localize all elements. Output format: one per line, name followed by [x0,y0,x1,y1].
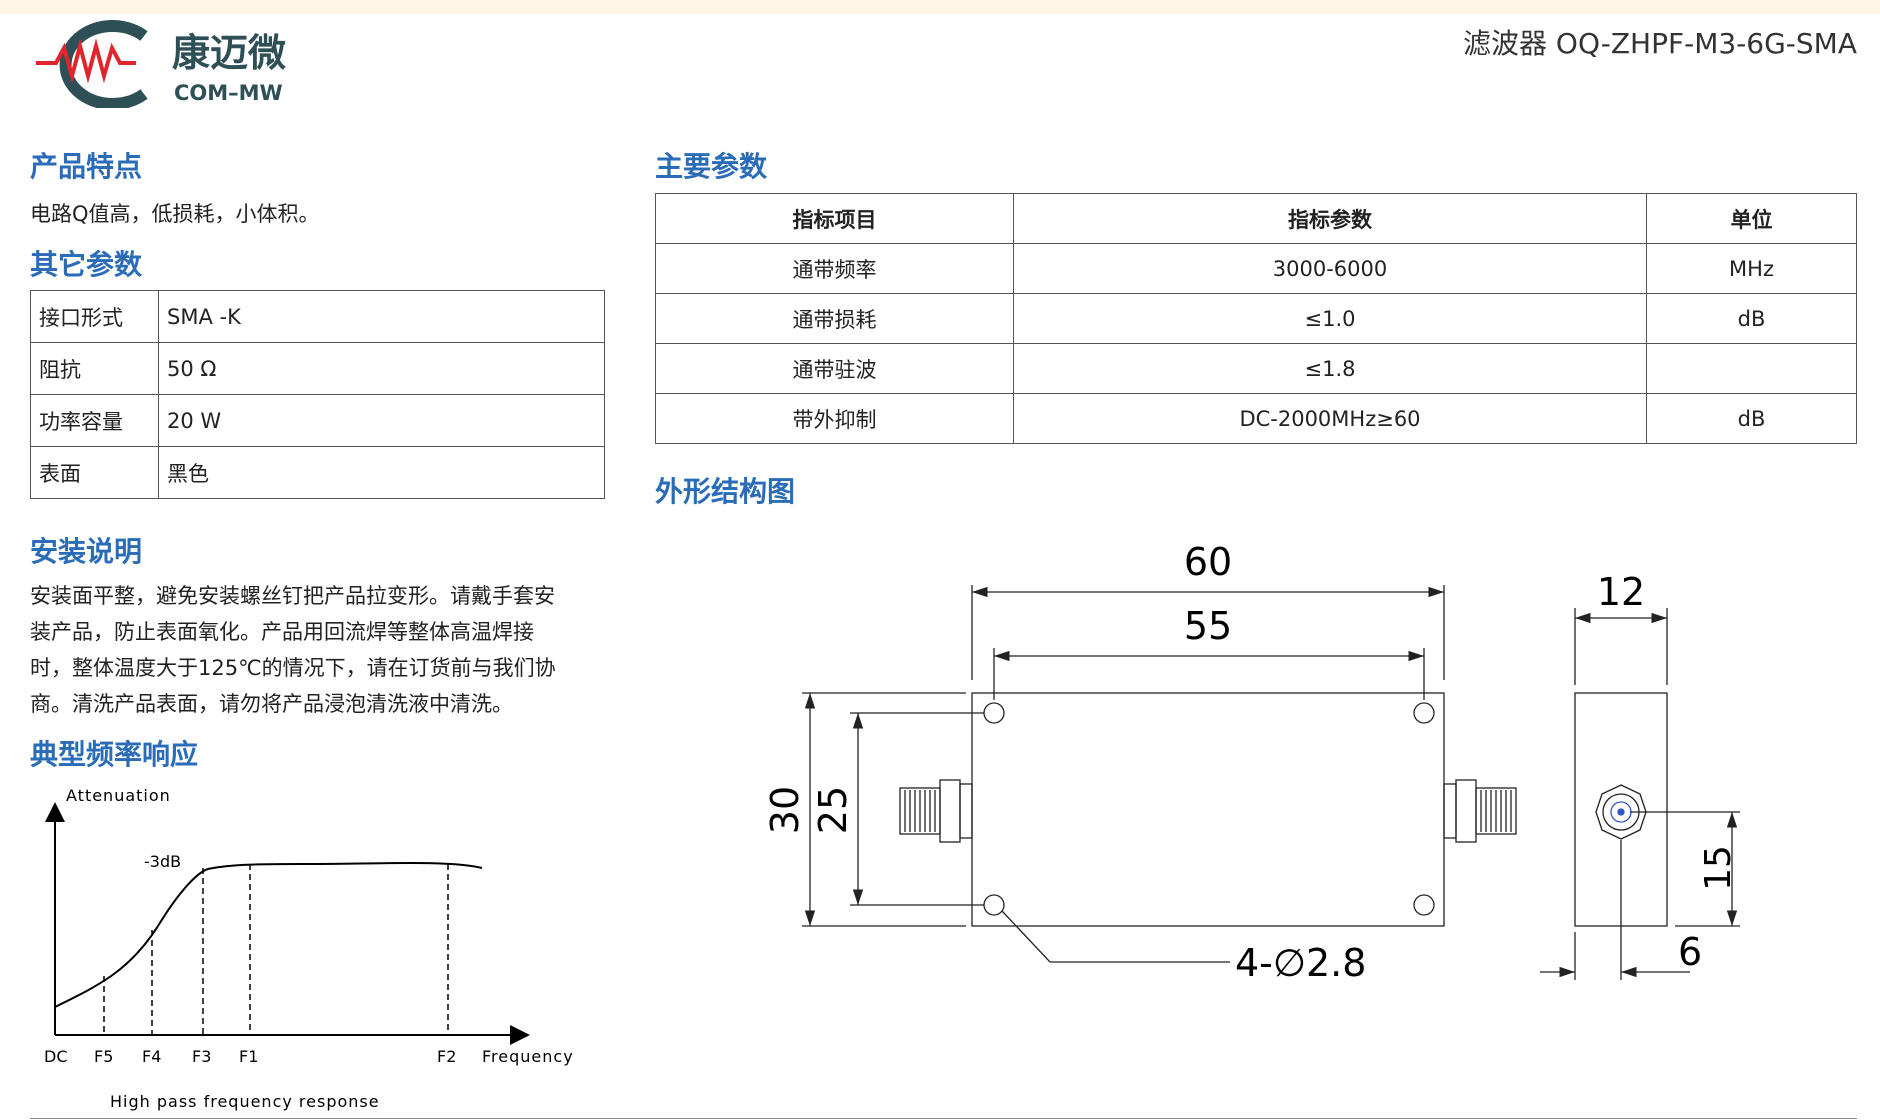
mount-hole [1413,702,1435,724]
other-params-table: 接口形式 SMA -K 阻抗 50 Ω 功率容量 20 W 表面 黑色 [30,290,605,499]
table-row: 通带频率 3000-6000 MHz [655,243,1857,294]
company-name-cn: 康迈微 [172,31,286,75]
dim-holes: 4-∅2.8 [1235,941,1366,985]
cell: 通带频率 [655,243,1014,294]
install-line: 装产品，防止表面氧化。产品用回流焊等整体高温焊接 [30,620,534,644]
diagram-caption: High pass frequency response [110,1092,380,1111]
dim-height: 30 [763,786,807,834]
tick-label-f1: F1 [239,1047,258,1066]
other-params-heading: 其它参数 [30,248,143,281]
document-title: 滤波器 OQ-ZHPF-M3-6G-SMA [1463,27,1857,60]
top-banner [0,0,1880,14]
dim-connector-height: 15 [1698,845,1739,891]
param-value: 黑色 [158,446,605,499]
cell: ≤1.8 [1013,343,1647,394]
main-params-heading: 主要参数 [655,150,768,183]
column-header: 指标参数 [1013,193,1647,244]
outline-drawing: 60 55 30 25 4-∅2.8 12 15 6 [763,540,1740,985]
table-row: 阻抗 50 Ω [30,342,605,395]
company-name-en: COM–MW [174,81,283,105]
cell: 通带驻波 [655,343,1014,394]
tick-label-dc: DC [44,1047,68,1066]
param-value: SMA -K [158,290,605,343]
main-params-table: 指标项目 指标参数 单位 通带频率 3000-6000 MHz 通带损耗 ≤1.… [655,193,1857,444]
cell: dB [1646,393,1857,444]
company-logo: 康迈微 COM–MW [36,20,286,108]
cell: 3000-6000 [1013,243,1647,294]
table-row: 带外抑制 DC-2000MHz≥60 dB [655,393,1857,444]
tick-label-f4: F4 [142,1047,161,1066]
mount-hole [983,702,1005,724]
table-row: 功率容量 20 W [30,394,605,447]
install-line: 商。清洗产品表面，请勿将产品浸泡清洗液中清洗。 [30,692,513,716]
tick-label-f2: F2 [437,1047,456,1066]
logo-arc-icon [59,20,148,108]
cell: ≤1.0 [1013,293,1647,344]
table-header-row: 指标项目 指标参数 单位 [655,193,1857,244]
cell: dB [1646,293,1857,344]
table-row: 表面 黑色 [30,446,605,499]
mount-hole [983,894,1005,916]
param-value: 50 Ω [158,342,605,395]
column-header: 指标项目 [655,193,1014,244]
table-row: 接口形式 SMA -K [30,290,605,343]
tick-label-f5: F5 [94,1047,113,1066]
dim-length: 60 [1184,540,1232,584]
connector-hex [1595,784,1647,840]
response-heading: 典型频率响应 [30,738,199,771]
install-text: 安装面平整，避免安装螺丝钉把产品拉变形。请戴手套安 装产品，防止表面氧化。产品用… [30,578,600,722]
install-heading: 安装说明 [30,535,143,568]
frequency-response-diagram: Attenuation -3dB DC F5 F4 F3 F1 F2 Frequ… [44,786,574,1111]
tick-label-f3: F3 [192,1047,211,1066]
install-line: 时，整体温度大于125℃的情况下，请在订货前与我们协 [30,656,556,680]
cell: MHz [1646,243,1857,294]
marker-3db: -3dB [144,852,181,871]
param-key: 功率容量 [30,394,159,447]
table-row: 通带驻波 ≤1.8 [655,343,1857,394]
param-key: 表面 [30,446,159,499]
y-axis-label: Attenuation [66,786,171,805]
cell: 带外抑制 [655,393,1014,444]
mount-hole [1413,894,1435,916]
filter-body [971,692,1445,927]
param-key: 接口形式 [30,290,159,343]
logo-wave-icon [36,38,136,84]
table-row: 通带损耗 ≤1.0 dB [655,293,1857,344]
install-line: 安装面平整，避免安装螺丝钉把产品拉变形。请戴手套安 [30,584,555,608]
column-header: 单位 [1646,193,1857,244]
cell [1646,343,1857,394]
response-curve [54,862,483,1008]
dim-connector-offset: 6 [1678,930,1702,974]
x-axis-label: Frequency [482,1047,574,1066]
cell: 通带损耗 [655,293,1014,344]
features-heading: 产品特点 [30,150,143,183]
dim-width: 12 [1597,570,1645,614]
param-key: 阻抗 [30,342,159,395]
dim-hole-spacing-y: 25 [811,786,855,834]
features-text: 电路Q值高，低损耗，小体积。 [30,202,320,226]
outline-heading: 外形结构图 [655,475,796,508]
param-value: 20 W [158,394,605,447]
dim-hole-spacing-x: 55 [1184,604,1232,648]
cell: DC-2000MHz≥60 [1013,393,1647,444]
